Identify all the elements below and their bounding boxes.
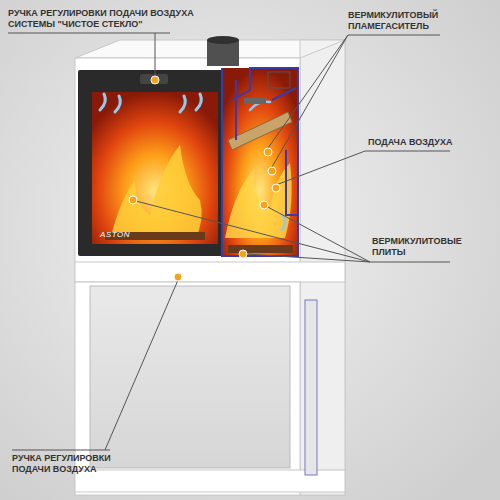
illustration-part [305,300,317,475]
callout-dots [129,76,280,281]
illustration-part [272,35,348,167]
illustration-part [365,151,450,152]
illustration-part [140,74,168,84]
illustration-part [260,201,268,209]
illustration-part [78,70,224,256]
illustration-part [75,262,345,282]
brand-logo: ASTON [100,229,130,240]
illustration-part [155,33,156,76]
illustration-part [244,98,266,104]
illustration-part [105,280,178,450]
illustration-part [8,33,170,34]
illustration-part [268,167,276,175]
callout-label: ПОДАЧА ВОЗДУХА [368,137,452,148]
illustration-part [272,184,280,192]
illustration-part [90,286,290,468]
illustration-part [222,68,298,256]
illustration-part [75,58,300,264]
illustration-part [222,68,298,256]
illustration-part [246,254,370,262]
cutaway-firebox [222,68,298,256]
illustration-part [239,250,247,258]
illustration-part [276,151,365,185]
illustration-part [110,145,202,240]
callout-label: РУЧКА РЕГУЛИРОВКИ ПОДАЧИ ВОЗДУХА [12,453,132,475]
illustration-part [268,35,348,148]
illustration-part [174,273,182,281]
illustration-part [75,282,300,495]
illustration-part [348,35,440,36]
illustration-part [12,450,110,451]
illustration-part [266,206,370,262]
callout-label: ВЕРМИКУЛИТОВЫЙ ПЛАМЕГАСИТЕЛЬ [348,10,488,32]
callout-label: РУЧКА РЕГУЛИРОВКИ ПОДАЧИ ВОЗДУХА СИСТЕМЫ… [8,8,208,30]
illustration-part [92,92,218,244]
illustration-part [228,112,292,150]
illustration-part [250,102,285,230]
illustration-part [264,148,272,156]
callout-label: ВЕРМИКУЛИТОВЫЕ ПЛИТЫ [372,236,492,258]
chimney-pipe [207,36,239,66]
illustration-part [151,76,159,84]
illustration-part [129,196,137,204]
illustration-part [207,36,239,44]
illustration-part [228,245,293,253]
illustration-part [100,94,201,112]
illustration-part [370,262,450,263]
illustration-part [136,201,370,262]
cabinet [75,40,345,495]
firebox-door [78,70,224,256]
illustration-part [268,72,290,88]
